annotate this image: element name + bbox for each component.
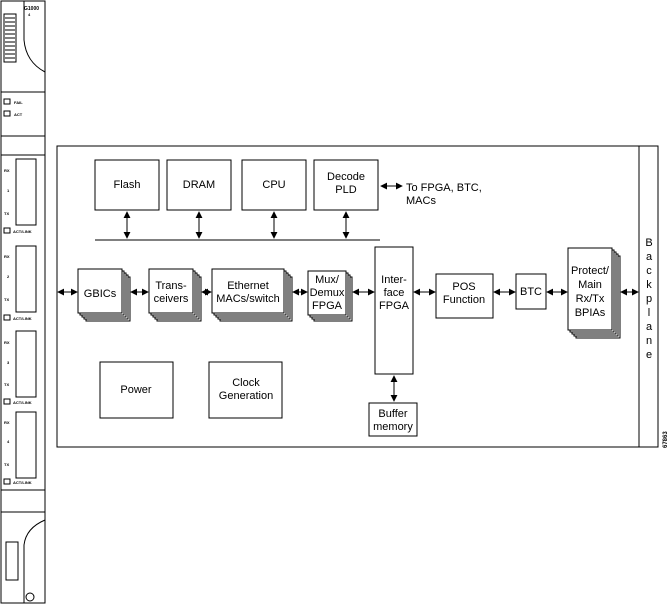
pos-label-1: POS bbox=[452, 281, 475, 293]
port-4[interactable]: RX 4 TX ACT/LINK bbox=[3, 411, 37, 485]
port-4-number: 4 bbox=[7, 439, 10, 444]
ethernet-label-1: Ethernet bbox=[227, 280, 269, 292]
bottom-slot bbox=[5, 541, 19, 581]
decode-pld-box bbox=[313, 159, 379, 211]
clock-label-2: Generation bbox=[219, 390, 273, 402]
port-1-tx-label: TX bbox=[4, 211, 9, 216]
ethernet-macs-stack: Ethernet MACs/switch bbox=[211, 268, 293, 322]
interface-label-3: FPGA bbox=[379, 300, 410, 312]
btc-label: BTC bbox=[520, 286, 542, 298]
mux-label-3: FPGA bbox=[312, 300, 343, 312]
port-2-number: 2 bbox=[7, 274, 10, 279]
fail-led-label: FAIL bbox=[14, 100, 23, 105]
pos-label-2: Function bbox=[443, 294, 485, 306]
flash-box bbox=[94, 159, 160, 211]
port-1[interactable]: RX 1 TX ACT/LINK bbox=[3, 158, 37, 234]
bpias-stack: Protect/ Main Rx/Tx BPIAs bbox=[567, 247, 621, 339]
port-1-number: 1 bbox=[7, 188, 10, 193]
to-fpga-note-2: MACs bbox=[406, 195, 436, 207]
svg-text:l: l bbox=[648, 307, 650, 319]
svg-text:c: c bbox=[646, 265, 652, 277]
svg-text:a: a bbox=[646, 321, 653, 333]
card-model-sub: 4 bbox=[28, 12, 31, 17]
gbics-label: GBICs bbox=[84, 288, 117, 300]
port-3[interactable]: RX 3 TX ACT/LINK bbox=[3, 330, 37, 405]
port-3-connector[interactable] bbox=[15, 330, 37, 398]
buffer-label-1: Buffer bbox=[378, 408, 407, 420]
gbics-stack: GBICs bbox=[77, 268, 131, 322]
act-led bbox=[3, 110, 11, 117]
port-4-link-led bbox=[3, 478, 11, 485]
svg-text:n: n bbox=[646, 335, 652, 347]
ethernet-label-2: MACs/switch bbox=[216, 293, 280, 305]
port-2-tx-label: TX bbox=[4, 297, 9, 302]
svg-text:e: e bbox=[646, 349, 652, 361]
decode-pld-label-1: Decode bbox=[327, 171, 365, 183]
pos-function-box bbox=[435, 273, 494, 319]
port-2-link-led bbox=[3, 314, 11, 321]
port-2-connector[interactable] bbox=[15, 245, 37, 313]
port-1-connector[interactable] bbox=[15, 158, 37, 226]
screw-icon bbox=[25, 592, 35, 602]
fail-led bbox=[3, 98, 11, 105]
port-3-rx-label: RX bbox=[4, 340, 10, 345]
port-4-link-label: ACT/LINK bbox=[13, 480, 32, 485]
btc-box bbox=[515, 273, 547, 310]
dram-box bbox=[166, 159, 232, 211]
port-4-connector[interactable] bbox=[15, 411, 37, 479]
port-3-link-label: ACT/LINK bbox=[13, 400, 32, 405]
transceivers-stack: Trans- ceivers bbox=[148, 268, 202, 322]
power-box bbox=[99, 361, 174, 419]
to-fpga-note-1: To FPGA, BTC, bbox=[406, 182, 482, 194]
interface-label-2: face bbox=[384, 287, 405, 299]
svg-text:a: a bbox=[646, 251, 653, 263]
port-4-rx-label: RX bbox=[4, 420, 10, 425]
barcode-label bbox=[3, 13, 17, 63]
port-3-tx-label: TX bbox=[4, 382, 9, 387]
port-1-rx-label: RX bbox=[4, 168, 10, 173]
flash-label: Flash bbox=[114, 179, 141, 191]
interface-fpga-box bbox=[374, 246, 414, 375]
cpu-label: CPU bbox=[262, 179, 285, 191]
buffer-label-2: memory bbox=[373, 421, 413, 433]
figure-id: 67863 bbox=[663, 431, 669, 448]
port-2[interactable]: RX 2 TX ACT/LINK bbox=[3, 245, 37, 321]
top-ejector bbox=[23, 1, 46, 73]
protect-label-1: Protect/ bbox=[571, 265, 610, 277]
protect-label-3: Rx/Tx bbox=[576, 293, 605, 305]
port-1-link-led bbox=[3, 227, 11, 234]
mux-label-1: Mux/ bbox=[315, 274, 340, 286]
mux-label-2: Demux bbox=[310, 287, 345, 299]
interface-label-1: Inter- bbox=[381, 274, 407, 286]
transceivers-label-2: ceivers bbox=[154, 293, 189, 305]
protect-label-4: BPIAs bbox=[575, 307, 606, 319]
card-faceplate: G1000 4 FAIL ACT RX 1 TX ACT/LINK RX 2 T… bbox=[0, 0, 46, 604]
port-3-number: 3 bbox=[7, 360, 10, 365]
power-label: Power bbox=[120, 384, 152, 396]
decode-pld-label-2: PLD bbox=[335, 184, 356, 196]
cpu-box bbox=[241, 159, 307, 211]
svg-text:k: k bbox=[646, 279, 652, 291]
svg-text:p: p bbox=[646, 293, 652, 305]
port-2-rx-label: RX bbox=[4, 254, 10, 259]
transceivers-label-1: Trans- bbox=[155, 280, 187, 292]
backplane-bar bbox=[638, 145, 659, 448]
act-led-label: ACT bbox=[14, 112, 23, 117]
buffer-memory-box bbox=[368, 402, 418, 437]
backplane-label: B a c k p l a n e bbox=[645, 237, 653, 361]
port-4-tx-label: TX bbox=[4, 462, 9, 467]
port-3-link-led bbox=[3, 398, 11, 405]
svg-text:B: B bbox=[645, 237, 652, 249]
mux-demux-stack: Mux/ Demux FPGA bbox=[307, 270, 353, 322]
card-model-label: G1000 bbox=[24, 6, 39, 12]
protect-label-2: Main bbox=[578, 279, 602, 291]
dram-label: DRAM bbox=[183, 179, 215, 191]
clock-generation-box bbox=[208, 361, 283, 419]
port-2-link-label: ACT/LINK bbox=[13, 316, 32, 321]
clock-label-1: Clock bbox=[232, 377, 260, 389]
port-1-link-label: ACT/LINK bbox=[13, 229, 32, 234]
bottom-ejector bbox=[23, 519, 46, 603]
